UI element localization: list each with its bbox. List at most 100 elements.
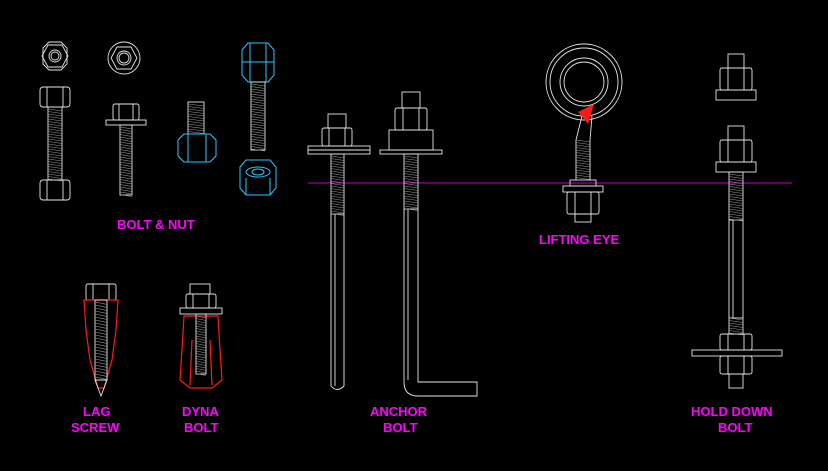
thread-line xyxy=(250,93,266,97)
thread-line xyxy=(728,181,744,184)
thread-line xyxy=(575,149,591,153)
thread-line xyxy=(187,126,205,129)
thread-line xyxy=(195,370,207,374)
hex-nut-top-view xyxy=(41,41,69,71)
thread-line xyxy=(330,173,345,176)
thread-line xyxy=(94,316,108,320)
thread-line xyxy=(403,205,419,209)
thread-line xyxy=(119,146,133,150)
thread-line xyxy=(119,184,133,187)
thread-line xyxy=(47,108,63,112)
flange-nut-top-view xyxy=(107,41,141,75)
thread-line xyxy=(250,116,266,119)
thread-line xyxy=(250,143,266,147)
thread-line xyxy=(250,113,266,117)
thread-line xyxy=(94,358,108,362)
thread-line xyxy=(250,96,266,99)
thread-line xyxy=(250,83,266,87)
hex-bolt-with-nut xyxy=(39,86,71,201)
bolt-nut-group: BOLT & NUT xyxy=(39,41,277,232)
thread-line xyxy=(94,346,108,350)
thread-line xyxy=(575,154,591,158)
thread-line xyxy=(47,158,63,162)
thread-line xyxy=(575,144,591,148)
thread-line xyxy=(728,203,744,207)
thread-line xyxy=(119,176,133,180)
thread-line xyxy=(330,183,345,186)
thread-line xyxy=(728,193,744,197)
thread-line xyxy=(119,189,133,192)
thread-line xyxy=(47,163,63,167)
thread-line xyxy=(250,141,266,144)
label-bolt-nut: BOLT & NUT xyxy=(117,217,195,232)
thread-line xyxy=(195,368,207,371)
weld-mark xyxy=(578,104,594,124)
thread-line xyxy=(94,349,108,353)
thread-line xyxy=(330,213,345,216)
thread-line xyxy=(47,171,63,174)
thread-line xyxy=(195,318,207,321)
thread-line xyxy=(728,173,744,177)
thread-line xyxy=(119,151,133,155)
hold-down-bolt: HOLD DOWN BOLT xyxy=(691,53,783,435)
thread-line xyxy=(119,144,133,147)
dyna-bolt: DYNA BOLT xyxy=(179,283,223,435)
thread-line xyxy=(250,136,266,139)
thread-line xyxy=(403,185,419,189)
thread-line xyxy=(47,131,63,134)
thread-line xyxy=(47,133,63,137)
thread-line xyxy=(94,337,108,341)
thread-line xyxy=(250,103,266,107)
thread-line xyxy=(195,350,207,354)
thread-line xyxy=(119,191,133,195)
thread-line xyxy=(728,178,744,182)
thread-line xyxy=(728,213,744,217)
thread-line xyxy=(94,328,108,332)
thread-line xyxy=(187,131,205,134)
thread-line xyxy=(119,159,133,162)
flange-head-bolt xyxy=(105,103,147,197)
thread-line xyxy=(195,373,207,376)
thread-line xyxy=(47,126,63,129)
thread-line xyxy=(195,365,207,369)
thread-line xyxy=(575,172,591,175)
thread-line xyxy=(403,193,419,196)
thread-line xyxy=(187,116,205,119)
thread-line xyxy=(250,98,266,102)
label-lag-screw-1: LAG xyxy=(83,404,110,419)
thread-line xyxy=(94,340,108,344)
thread-line xyxy=(94,301,108,305)
thread-line xyxy=(47,118,63,122)
short-bolt-in-nut xyxy=(177,101,217,163)
thread-line xyxy=(119,194,133,197)
thread-line xyxy=(94,304,108,308)
thread-line xyxy=(195,360,207,364)
thread-line xyxy=(330,158,345,161)
thread-line xyxy=(94,307,108,311)
thread-line xyxy=(728,216,744,219)
thread-line xyxy=(330,160,345,164)
thread-line xyxy=(575,159,591,163)
thread-line xyxy=(94,310,108,314)
thread-line xyxy=(187,103,205,107)
thread-line xyxy=(187,118,205,122)
thread-line xyxy=(728,188,744,192)
thread-line xyxy=(330,180,345,184)
thread-line xyxy=(94,313,108,317)
thread-line xyxy=(119,134,133,137)
thread-line xyxy=(575,164,591,168)
lag-screw: LAG SCREW xyxy=(71,283,120,435)
label-dyna-bolt-2: BOLT xyxy=(184,420,218,435)
thread-line xyxy=(94,334,108,338)
thread-line xyxy=(403,180,419,184)
thread-line xyxy=(250,148,266,152)
thread-line xyxy=(330,190,345,194)
thread-line xyxy=(330,200,345,204)
thread-line xyxy=(195,348,207,351)
thread-line xyxy=(330,170,345,174)
thread-line xyxy=(47,148,63,152)
lifting-eye: LIFTING EYE xyxy=(539,43,623,247)
thread-line xyxy=(47,143,63,147)
thread-line xyxy=(250,146,266,149)
thread-line xyxy=(728,330,744,333)
